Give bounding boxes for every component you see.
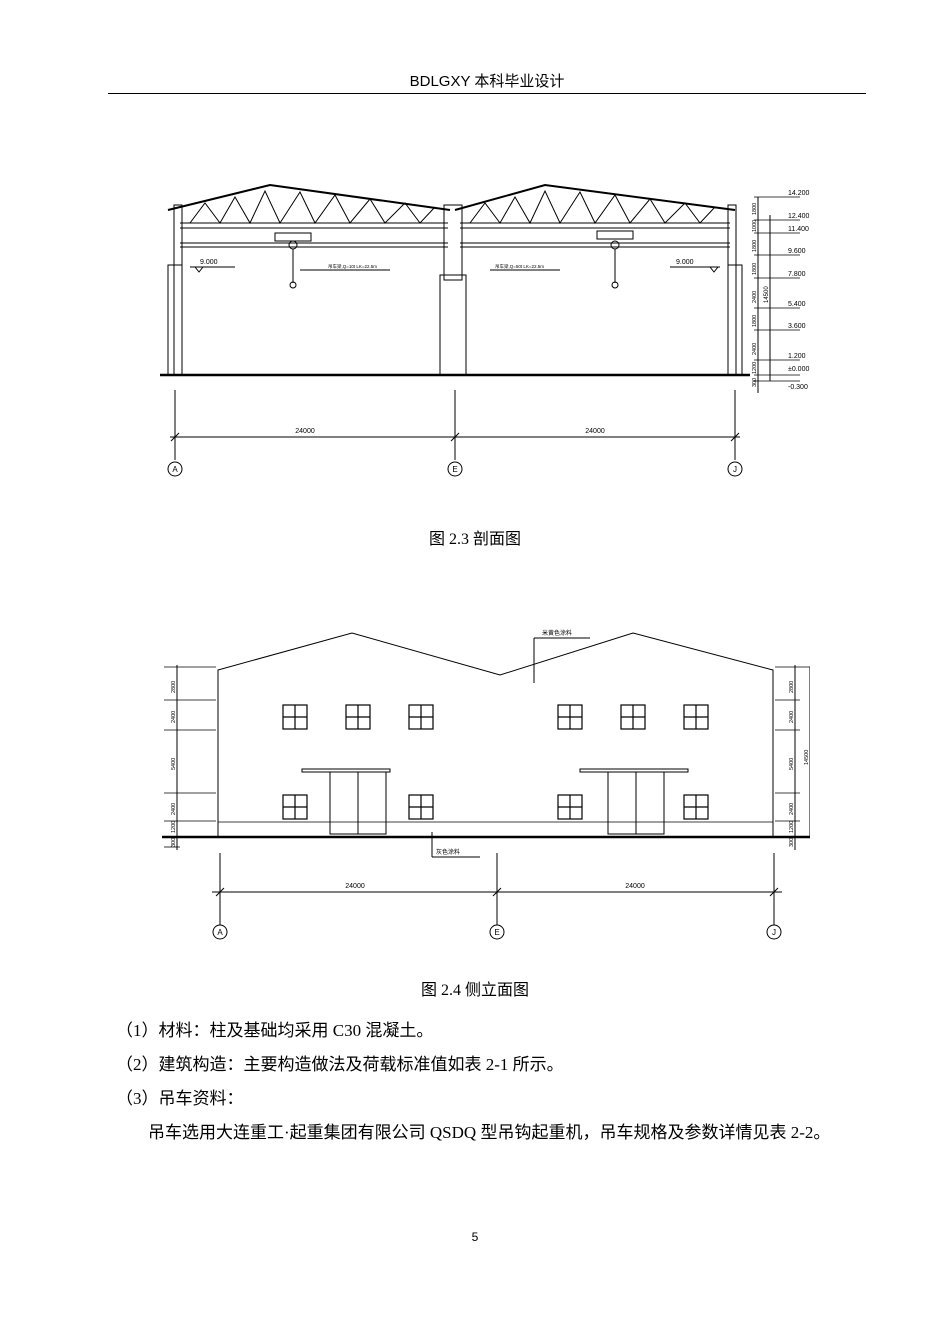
rdim-5: 300 [789, 838, 795, 847]
ldim-0: 2800 [171, 681, 177, 693]
crane-note-2: 吊车梁,Q=50t LK=22.5m [495, 263, 544, 270]
paragraph-construction: （2）建筑构造：主要构造做法及荷载标准值如表 2-1 所示。 [116, 1055, 564, 1074]
paragraph-materials: （1）材料：柱及基础均采用 C30 混凝土。 [116, 1021, 434, 1040]
vdim-4: 2400 [752, 291, 758, 303]
page-header: BDLGXY 本科毕业设计 [409, 73, 565, 90]
paragraph-crane-heading: （3）吊车资料： [116, 1089, 244, 1108]
elevation-7: 1.200 [788, 353, 806, 360]
figure-caption-2-4: 图 2.4 侧立面图 [420, 982, 529, 999]
header-rule [108, 93, 866, 94]
paragraph-crane-details: 吊车选用大连重工·起重集团有限公司 QSDQ 型吊钩起重机，吊车规格及参数详情见… [148, 1123, 831, 1142]
axis-label-j: J [733, 465, 737, 474]
axis-label-j: J [772, 928, 776, 937]
axis-label-e: E [452, 465, 457, 474]
elevation-drawing: 米黄色涂料 灰色涂料 24000 24000 A E J 2800 2400 5… [162, 629, 810, 940]
vdim-0: 1800 [752, 203, 758, 215]
span-dim-2: 24000 [585, 428, 605, 435]
ldim-3: 2400 [171, 803, 177, 815]
ldim-5: 300 [171, 838, 177, 847]
level-label-right: 9.000 [676, 259, 694, 266]
ldim-1: 2400 [171, 711, 177, 723]
axis-label-e: E [494, 928, 499, 937]
vdim-8: 300 [752, 378, 758, 387]
crane-note-1: 吊车梁,Q=10t LK=22.5m [328, 263, 377, 270]
span-dim-1: 24000 [345, 883, 365, 890]
vdim-3: 1800 [752, 263, 758, 275]
vdim-6: 2400 [752, 343, 758, 355]
rdim-2: 5400 [789, 758, 795, 770]
vdim-1: 1000 [752, 220, 758, 232]
elevation-5: 5.400 [788, 301, 806, 308]
span-dim-1: 24000 [295, 428, 315, 435]
elevation-3: 9.600 [788, 248, 806, 255]
elevation-9: -0.300 [788, 384, 808, 391]
rdim-1: 2400 [789, 711, 795, 723]
elevation-2: 11.400 [788, 226, 809, 233]
level-label-left: 9.000 [200, 259, 218, 266]
page-number: 5 [471, 1230, 479, 1244]
axis-label-a: A [217, 928, 223, 937]
elevation-1: 12.400 [788, 213, 810, 220]
span-dim-2: 24000 [625, 883, 645, 890]
note-bottom: 灰色涂料 [436, 848, 460, 856]
section-drawing: 9.000 9.000 吊车梁,Q=10t LK=22.5m 吊车梁,Q=50t… [160, 183, 810, 477]
total-height-label: 14500 [764, 286, 770, 303]
rdim-4: 1200 [789, 821, 795, 833]
elevation-0: 14.200 [788, 190, 810, 197]
ldim-4: 1200 [171, 821, 177, 833]
rdim-3: 2400 [789, 803, 795, 815]
elevation-6: 3.600 [788, 323, 806, 330]
elevation-4: 7.800 [788, 271, 806, 278]
elevation-8: ±0.000 [788, 366, 809, 373]
vdim-2: 1800 [752, 240, 758, 252]
ldim-2: 5400 [171, 758, 177, 770]
rdim-0: 2800 [789, 681, 795, 693]
vdim-5: 1800 [752, 315, 758, 327]
note-top: 米黄色涂料 [542, 629, 572, 637]
figure-caption-2-3: 图 2.3 剖面图 [428, 531, 521, 548]
vdim-7: 1200 [752, 362, 758, 374]
total-height-label: 14500 [804, 750, 810, 765]
axis-label-a: A [172, 465, 178, 474]
